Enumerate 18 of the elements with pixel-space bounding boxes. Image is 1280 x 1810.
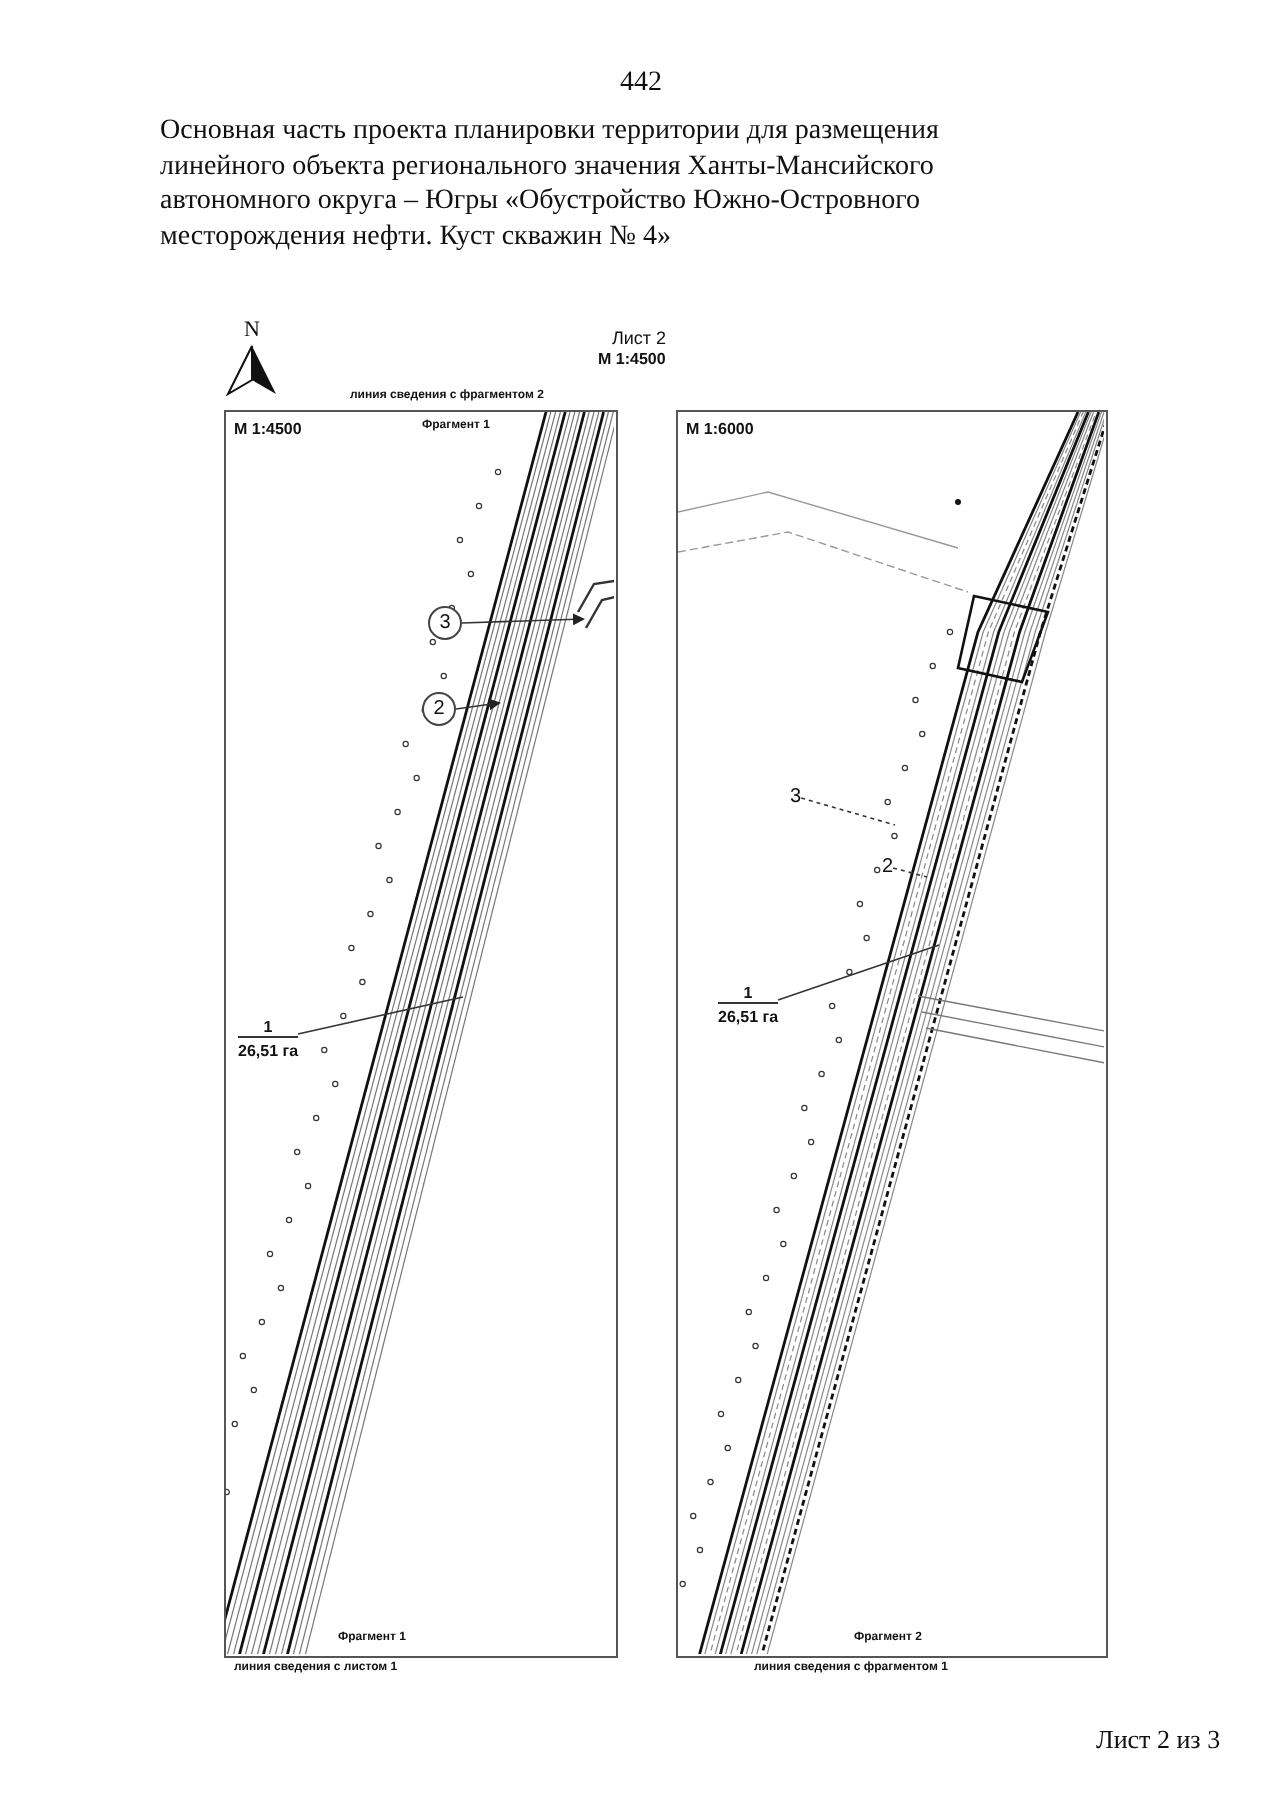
page-number: 442: [620, 68, 662, 100]
north-label: N: [244, 318, 260, 342]
leader-line: [777, 944, 940, 1001]
callout-number: 2: [422, 692, 456, 726]
leader-line: [892, 867, 928, 878]
scale-label: M 1:4500: [234, 420, 302, 438]
scale-label: M 1:6000: [686, 420, 754, 438]
sheet-label: Лист 2: [612, 328, 667, 348]
scale-label: M 1:4500: [598, 350, 666, 368]
leader-line: [461, 613, 585, 626]
sheet-count-label: Лист 2 из 3: [1096, 1724, 1221, 1756]
leader-line: [297, 996, 464, 1035]
leader-line: [455, 698, 501, 711]
area-label: 1 26,51 га: [718, 984, 779, 1026]
leader-line: [800, 797, 896, 826]
area-label: 1 26,51 га: [238, 1018, 299, 1060]
title-text: Основная часть проекта планировки территории для размещения линейного объекта регионального значения Ханты-Мансийского автономного округа – Югры «Обустройство Южно-Островного месторождения нефти. Куст скважин № 4»: [160, 114, 941, 254]
callout-number: 3: [428, 606, 462, 640]
